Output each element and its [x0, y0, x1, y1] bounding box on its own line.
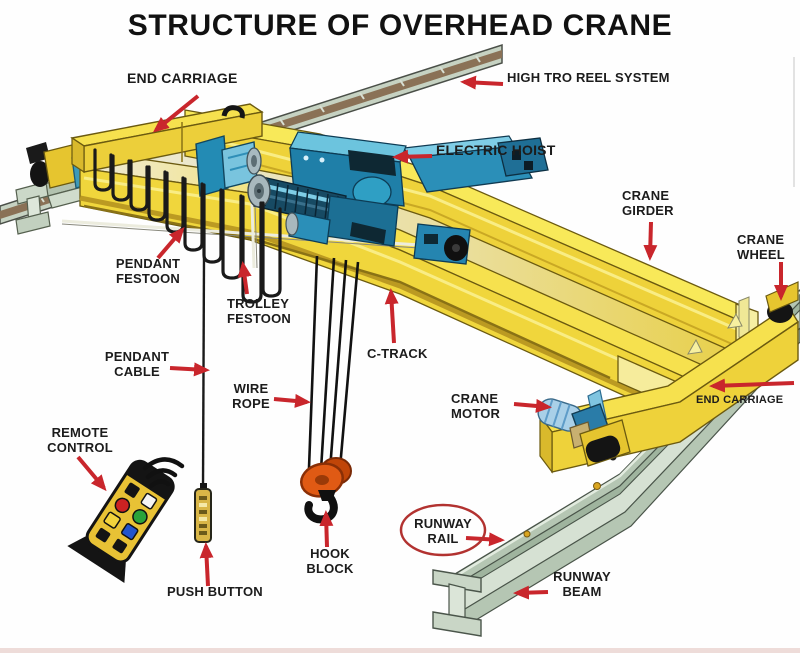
label-crane-girder: CRANE GIRDER	[622, 188, 674, 219]
girder-walkway-band	[80, 150, 752, 364]
runway-rail-circle-annotation	[399, 503, 487, 557]
label-pendant-cable: PENDANT CABLE	[104, 349, 170, 380]
wire-rope-graphic	[307, 255, 360, 471]
label-c-track: C-TRACK	[367, 346, 428, 361]
label-runway-beam: RUNWAY BEAM	[553, 569, 611, 600]
label-end-carriage-top: END CARRIAGE	[127, 70, 238, 86]
label-end-carriage-right: END CARRIAGE	[696, 394, 784, 406]
diagram-title: STRUCTURE OF OVERHEAD CRANE	[127, 9, 673, 42]
label-trolley-festoon: TROLLEY FESTOON	[227, 296, 292, 327]
electric-hoist-graphic	[247, 131, 549, 265]
artifact-line	[793, 57, 795, 187]
label-remote-control: REMOTE CONTROL	[47, 425, 113, 456]
push-button-pendant-graphic	[194, 483, 212, 543]
label-push-button: PUSH BUTTON	[167, 584, 263, 599]
label-pendant-festoon: PENDANT FESTOON	[115, 256, 181, 287]
label-electric-hoist: ELECTRIC HOIST	[436, 142, 556, 158]
pendant-cable-graphic	[201, 255, 206, 490]
remote-control-graphic	[67, 457, 185, 583]
label-wire-rope: WIRE ROPE	[232, 381, 270, 412]
label-high-tro-reel-system: HIGH TRO REEL SYSTEM	[507, 70, 670, 85]
label-crane-wheel: CRANE WHEEL	[737, 232, 785, 263]
artifact-bottom-line	[0, 648, 800, 653]
annotation-arrows	[76, 75, 795, 600]
label-hook-block: HOOK BLOCK	[306, 546, 354, 577]
label-runway-rail: RUNWAY RAIL	[414, 516, 472, 547]
left-bridge-motor	[195, 135, 262, 197]
label-crane-motor: CRANE MOTOR	[451, 391, 501, 422]
crane-motor-graphic	[537, 389, 631, 467]
hook-block-graphic	[300, 457, 352, 524]
wifi-signal-icon	[142, 457, 185, 489]
